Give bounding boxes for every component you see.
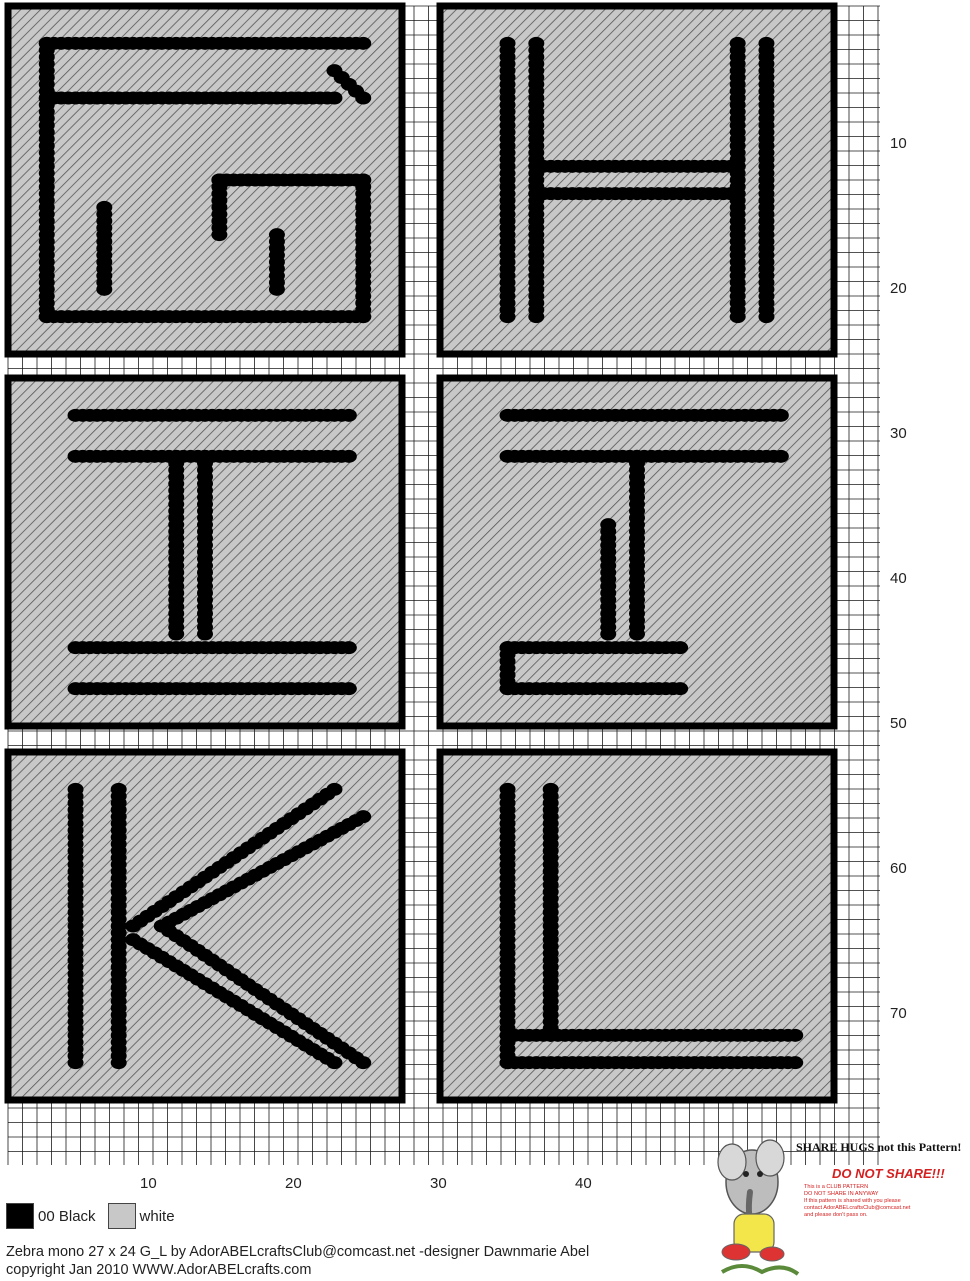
color-legend: 00 Black white <box>6 1203 175 1229</box>
white-swatch <box>108 1203 136 1229</box>
black-stitch <box>773 450 789 463</box>
black-stitch <box>96 283 112 296</box>
black-stitch <box>197 628 213 641</box>
black-stitch <box>341 450 357 463</box>
share-line: DO NOT SHARE IN ANYWAY <box>804 1191 964 1198</box>
black-stitch <box>672 682 688 695</box>
black-stitch <box>787 1056 803 1069</box>
letter-block-g <box>8 6 402 354</box>
tick-bottom-40: 40 <box>575 1175 592 1192</box>
black-stitch <box>111 1056 127 1069</box>
letter-block-k <box>8 752 402 1100</box>
black-stitch <box>341 409 357 422</box>
black-stitch <box>500 310 516 323</box>
tick-right-60: 60 <box>890 860 907 877</box>
black-stitch <box>341 682 357 695</box>
tick-right-20: 20 <box>890 280 907 297</box>
black-stitch <box>211 228 227 241</box>
black-stitch <box>355 92 371 105</box>
black-stitch <box>68 1056 84 1069</box>
letter-block-i <box>8 378 402 726</box>
black-stitch <box>600 628 616 641</box>
share-notice: SHARE HUGS not this Pattern! DO NOT SHAR… <box>712 1122 968 1278</box>
share-notice-lines: This is a CLUB PATTERN DO NOT SHARE IN A… <box>804 1184 964 1219</box>
black-stitch <box>500 682 516 695</box>
tick-right-30: 30 <box>890 425 907 442</box>
tick-bottom-20: 20 <box>285 1175 302 1192</box>
black-stitch <box>341 641 357 654</box>
black-stitch <box>629 628 645 641</box>
tick-right-40: 40 <box>890 570 907 587</box>
share-warning: DO NOT SHARE!!! <box>832 1166 945 1181</box>
black-stitch <box>355 1056 371 1069</box>
black-legend-label: 00 Black <box>38 1208 96 1225</box>
share-headline: SHARE HUGS not this Pattern! <box>796 1140 961 1155</box>
black-stitch <box>326 92 342 105</box>
share-line: and please don't pass on. <box>804 1212 964 1219</box>
black-stitch <box>787 1029 803 1042</box>
pattern-credits: Zebra mono 27 x 24 G_L by AdorABELcrafts… <box>6 1243 589 1279</box>
tick-right-50: 50 <box>890 715 907 732</box>
black-stitch <box>730 310 746 323</box>
share-line: This is a CLUB PATTERN <box>804 1184 964 1191</box>
black-stitch <box>168 628 184 641</box>
black-stitch <box>326 1056 342 1069</box>
black-stitch <box>269 283 285 296</box>
letter-blocks <box>8 6 834 1100</box>
tick-bottom-10: 10 <box>140 1175 157 1192</box>
black-stitch <box>672 641 688 654</box>
credit-line-1: Zebra mono 27 x 24 G_L by AdorABELcrafts… <box>6 1243 589 1261</box>
black-stitch <box>326 783 342 796</box>
tick-right-10: 10 <box>890 135 907 152</box>
white-legend-label: white <box>140 1208 175 1225</box>
black-stitch <box>355 37 371 50</box>
share-line: contact AdorABELcraftsClub@comcast.net <box>804 1205 964 1212</box>
credit-line-2: copyright Jan 2010 WWW.AdorABELcrafts.co… <box>6 1261 589 1279</box>
share-line: If this pattern is shared with you pleas… <box>804 1198 964 1205</box>
letter-block-l <box>440 752 834 1100</box>
elephant-mascot-icon <box>712 1122 802 1278</box>
tick-bottom-30: 30 <box>430 1175 447 1192</box>
black-stitch <box>730 160 746 173</box>
tick-right-70: 70 <box>890 1005 907 1022</box>
black-stitch <box>355 810 371 823</box>
letter-block-j <box>440 378 834 726</box>
letter-block-h <box>440 6 834 354</box>
black-stitch <box>730 187 746 200</box>
black-swatch <box>6 1203 34 1229</box>
black-stitch <box>773 409 789 422</box>
black-stitch <box>758 310 774 323</box>
black-stitch <box>528 310 544 323</box>
